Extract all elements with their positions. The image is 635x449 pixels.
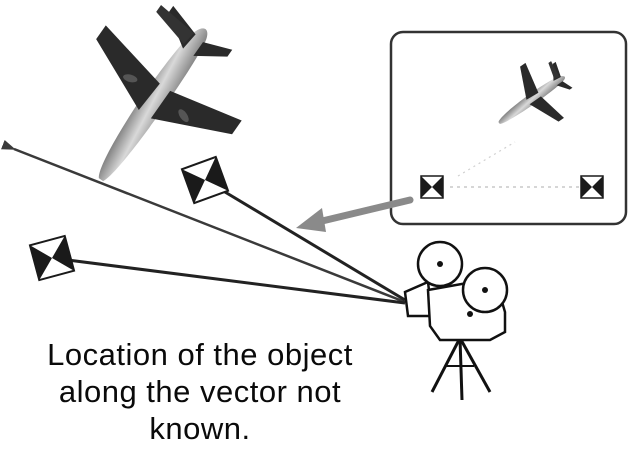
airplane-icon: [32, 0, 273, 226]
caption-text: Location of the object along the vector …: [0, 336, 400, 447]
calibration-target-lower-icon: [30, 236, 74, 280]
caption-line-2: along the vector not: [0, 373, 400, 410]
calibration-target-upper-icon: [182, 157, 228, 203]
caption-line-3: known.: [0, 410, 400, 447]
inset-target-right-icon: [581, 176, 603, 198]
movie-camera-icon: [405, 242, 507, 400]
camera-view-inset: [391, 32, 626, 224]
inset-target-left-icon: [421, 176, 443, 198]
caption-line-1: Location of the object: [0, 336, 400, 373]
